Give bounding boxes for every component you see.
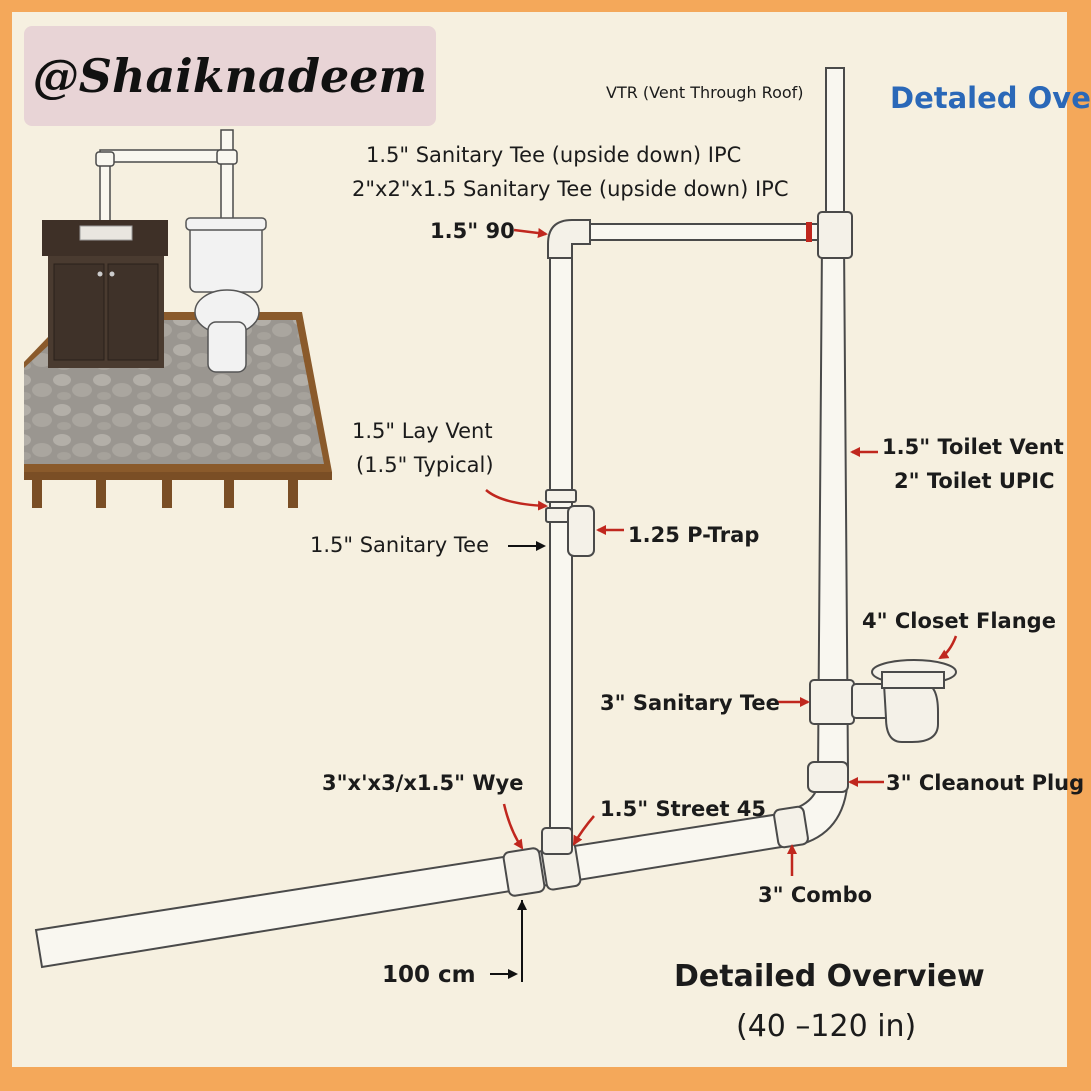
arrow-lay-vent (485, 489, 548, 511)
label-3in-sanitary-tee: 3" Sanitary Tee (600, 691, 780, 715)
closet-flange-neck (881, 671, 945, 689)
toilet (185, 217, 267, 373)
p-trap (567, 505, 595, 557)
label-closet-flange: 4" Closet Flange (862, 609, 1056, 633)
label-dimension: 100 cm (382, 962, 476, 988)
fitting-3in-sanitary-tee (809, 679, 855, 725)
title-partial: Detaled Ove (890, 81, 1091, 115)
arrow-90 (513, 228, 548, 238)
footer-range: (40 –120 in) (736, 1009, 916, 1044)
arrow-closet-flange (938, 635, 958, 660)
footer-title: Detailed Overview (674, 959, 985, 994)
label-street-45: 1.5" Street 45 (600, 797, 766, 821)
bathroom-illustration (24, 129, 332, 508)
fitting-wye-1 (502, 847, 546, 897)
arrow-wye (502, 803, 524, 850)
fixture-pipes (95, 129, 238, 228)
label-cleanout-plug: 3" Cleanout Plug (886, 771, 1084, 795)
fitting-combo (773, 805, 809, 849)
label-vtr: VTR (Vent Through Roof) (606, 83, 804, 102)
black-arrows (490, 541, 546, 982)
arrow-street-45 (572, 815, 595, 846)
watermark-handle: @Shaiknadeem (24, 26, 436, 126)
label-90: 1.5" 90 (430, 219, 515, 243)
pipe-system (34, 67, 850, 969)
label-lay-vent-1: 1.5" Lay Vent (352, 419, 493, 443)
label-toilet-vent-1: 1.5" Toilet Vent (882, 435, 1064, 459)
label-lay-vent-2: (1.5" Typical) (356, 453, 494, 477)
vent-red-band (806, 222, 812, 242)
fitting-90 (547, 219, 591, 259)
fitting-street-45 (541, 827, 573, 855)
vanity-cabinet (42, 220, 168, 368)
fitting-lay-vent (545, 489, 577, 503)
fitting-cleanout (807, 761, 849, 793)
label-combo: 3" Combo (758, 883, 872, 907)
label-tee-upside-down-2: 2"x2"x1.5 Sanitary Tee (upside down) IPC (352, 177, 789, 201)
fitting-vent-tee (817, 211, 853, 259)
label-toilet-vent-2: 2" Toilet UPIC (894, 469, 1054, 493)
label-tee-upside-down-1: 1.5" Sanitary Tee (upside down) IPC (366, 143, 741, 167)
label-sanitary-tee: 1.5" Sanitary Tee (310, 533, 489, 557)
main-drain-pipe (34, 810, 802, 969)
label-wye: 3"x'x3/x1.5" Wye (322, 771, 523, 795)
pipe-fittings (502, 211, 957, 897)
closet-bend (882, 683, 939, 743)
horizontal-vent (571, 223, 823, 241)
label-p-trap: 1.25 P-Trap (628, 523, 759, 547)
plumbing-diagram: Detaled Ove VTR (Vent Through Roof) 1.5"… (24, 67, 1091, 1044)
callout-arrows (485, 228, 958, 876)
